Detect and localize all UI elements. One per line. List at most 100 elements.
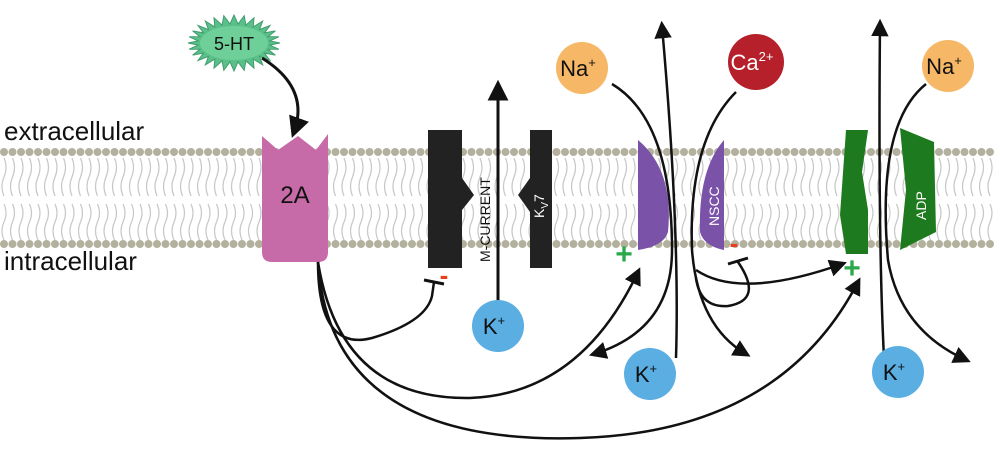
lipid-tail: [817, 157, 823, 197]
lipid-head: [170, 148, 178, 156]
lipid-tail: [740, 203, 747, 241]
lipid-head: [552, 148, 561, 156]
lipid-tail: [740, 157, 747, 197]
lipid-tail: [570, 157, 577, 197]
lipid-head: [153, 148, 161, 156]
lipid-head: [42, 240, 51, 248]
lipid-head: [17, 148, 25, 156]
nscc-na-influx-arrow: [588, 82, 674, 359]
lipid-tail: [519, 203, 526, 241]
lipid-head: [17, 240, 25, 248]
lipid-tail: [791, 203, 798, 241]
lipid-tail: [562, 157, 568, 197]
lipid-tail: [477, 203, 483, 241]
lipid-tail: [239, 203, 245, 241]
kv7-channel-left-subunit: [428, 130, 474, 268]
lipid-tail: [349, 157, 356, 197]
lipid-tail: [366, 157, 373, 197]
lipid-tails: [1, 157, 993, 241]
lipid-head: [773, 240, 782, 248]
lipid-head: [34, 148, 42, 156]
lipid-head: [748, 240, 756, 248]
lipid-head: [595, 148, 603, 156]
lipid-head: [331, 240, 340, 248]
lipid-head: [365, 148, 374, 156]
lipid-tail: [579, 157, 585, 197]
lipid-head: [578, 240, 586, 248]
lipid-tail: [171, 157, 177, 197]
lipid-tail: [77, 203, 84, 241]
lipid-tail: [94, 203, 101, 241]
receptor-shape: [262, 134, 328, 262]
lipid-head: [102, 148, 110, 156]
lipid-head: [799, 148, 807, 156]
lipid-tail: [630, 203, 636, 241]
lipid-tail: [52, 157, 58, 197]
lipid-head: [204, 240, 212, 248]
lipid-tail: [893, 157, 900, 197]
lipid-tail: [162, 203, 169, 241]
ca-feedback-inhibition-bar: [727, 256, 749, 266]
lipid-head: [34, 240, 42, 248]
lipid-head: [68, 148, 76, 156]
lipid-head: [816, 240, 824, 248]
lipid-head: [195, 240, 204, 248]
lipid-tail: [774, 203, 781, 241]
lipid-head: [8, 240, 17, 248]
lipid-head: [127, 240, 136, 248]
lipid-head: [357, 240, 365, 248]
lipid-tail: [341, 157, 347, 197]
lipid-head: [816, 148, 824, 156]
lipid-tail: [111, 157, 118, 197]
lipid-tail: [570, 203, 577, 241]
lipid-tail: [936, 203, 942, 241]
lipid-head: [153, 240, 161, 248]
lipid-head: [374, 240, 382, 248]
lipid-head: [331, 148, 340, 156]
lipid-head: [790, 148, 799, 156]
lipid-head: [824, 240, 833, 248]
lipid-head: [561, 148, 569, 156]
serotonin-label: 5-HT: [214, 34, 254, 54]
lipid-tail: [987, 157, 993, 197]
lipid-head: [518, 148, 527, 156]
k-ion-label: K+: [883, 359, 905, 385]
lipid-tail: [9, 203, 16, 241]
lipid-tail: [825, 157, 832, 197]
lipid-head: [85, 240, 93, 248]
lipid-tail: [145, 203, 152, 241]
lipid-head: [722, 240, 731, 248]
lipid-tail: [222, 203, 228, 241]
lipid-head: [476, 240, 484, 248]
lipid-tail: [69, 203, 75, 241]
extracellular-label: extracellular: [4, 116, 145, 146]
lipid-tail: [400, 203, 407, 241]
nscc-ca-influx-arrow: [690, 91, 751, 357]
lipid-head: [195, 148, 204, 156]
k-ion-circle: [624, 348, 676, 400]
lipid-tail: [392, 203, 398, 241]
lipid-head: [935, 240, 943, 248]
lipid-head: [569, 148, 578, 156]
lipid-tail: [145, 157, 152, 197]
na-ion-label: Na+: [926, 53, 962, 79]
lipid-tail: [43, 203, 50, 241]
k-ion-adp: K+: [872, 346, 924, 398]
lipid-head: [782, 148, 790, 156]
lipid-head: [110, 240, 119, 248]
intracellular-label: intracellular: [4, 246, 137, 276]
lipid-tail: [970, 157, 976, 197]
lipid-head: [408, 240, 416, 248]
lipid-head: [833, 148, 841, 156]
lipid-tail: [808, 203, 815, 241]
lipid-head: [246, 148, 255, 156]
lipid-head: [756, 148, 765, 156]
lipid-head: [68, 240, 76, 248]
lipid-tail: [961, 203, 968, 241]
lipid-head: [918, 240, 926, 248]
lipid-tail: [417, 203, 424, 241]
lipid-tail: [128, 203, 135, 241]
lipid-head: [671, 148, 680, 156]
lipid-tail: [154, 157, 160, 197]
lipid-head: [25, 148, 34, 156]
